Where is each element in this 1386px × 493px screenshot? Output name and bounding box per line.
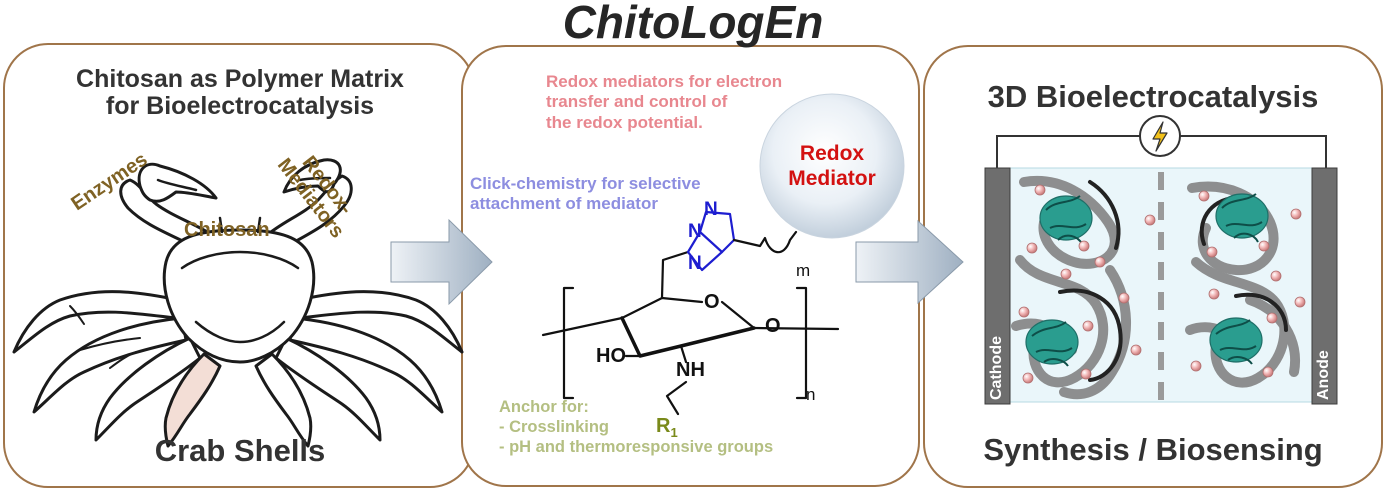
label-chitosan: Chitosan <box>184 219 270 241</box>
chitosan-structure <box>541 210 840 416</box>
lightning-icon <box>1152 121 1168 152</box>
amine-label: NH <box>676 359 705 381</box>
triazole-n1: N <box>704 199 718 220</box>
r-group-subscript: 1 <box>670 425 678 440</box>
redox-note-line2: transfer and control of <box>546 92 728 112</box>
enzyme-icon <box>1039 195 1093 245</box>
crab-illustration <box>12 158 464 448</box>
panel1-heading-line1: Chitosan as Polymer Matrix <box>76 65 404 93</box>
enzyme-icon <box>1209 317 1263 365</box>
anode-electrode <box>1311 167 1338 405</box>
figure-title: ChitoLogEn <box>562 0 824 48</box>
triazole-n3: N <box>688 253 702 274</box>
enzyme-icon <box>1215 193 1269 243</box>
redox-note-line1: Redox mediators for electron <box>546 72 783 91</box>
cathode-label: Cathode <box>988 336 1005 400</box>
panel1-heading: Chitosan as Polymer Matrix for Bioelectr… <box>12 66 468 120</box>
mediator-label: Redox Mediator <box>762 141 902 191</box>
panel1-heading-line2: for Bioelectrocatalysis <box>105 92 375 120</box>
panel3-heading: 3D Bioelectrocatalysis <box>987 79 1319 114</box>
r-group-letter: R <box>656 415 671 437</box>
anchor-note-line3: - pH and thermoresponsive groups <box>499 437 774 456</box>
arrow-right-icon <box>855 219 964 305</box>
anode-label: Anode <box>1315 350 1332 400</box>
linker-m-subscript: m <box>796 261 811 280</box>
anchor-note: Anchor for: - Crosslinking - pH and ther… <box>499 398 773 457</box>
ring-oxygen: O <box>704 291 720 313</box>
panel3-footer: Synthesis / Biosensing <box>983 432 1323 467</box>
hydroxyl-label: HO <box>596 345 626 367</box>
anchor-note-line1: Anchor for: <box>499 398 589 416</box>
redox-mediator-bubble <box>759 93 905 239</box>
click-note-line2: attachment of mediator <box>470 194 658 214</box>
circuit-wire <box>996 135 1327 168</box>
enzyme-icon <box>1025 319 1079 367</box>
repeat-n-subscript: n <box>806 385 816 404</box>
mediator-label-line1: Redox <box>799 142 865 165</box>
anchor-note-line2: - Crosslinking <box>499 417 610 436</box>
r-group: R1 <box>656 415 678 440</box>
triazole-n2: N <box>688 221 702 242</box>
linking-oxygen: O <box>765 315 781 337</box>
cathode-electrode <box>984 167 1011 405</box>
arrow-right-icon <box>390 218 493 306</box>
click-note-line1: Click-chemistry for selective <box>470 174 701 193</box>
click-note: Click-chemistry for selective attachment… <box>470 174 701 215</box>
redox-note: Redox mediators for electron transfer an… <box>546 72 782 133</box>
panel1-footer: Crab Shells <box>154 433 326 468</box>
mediator-particles <box>1018 184 1306 384</box>
mediator-label-line2: Mediator <box>788 167 876 191</box>
electrode-scene <box>984 115 1338 405</box>
redox-note-line3: the redox potential. <box>546 112 703 132</box>
